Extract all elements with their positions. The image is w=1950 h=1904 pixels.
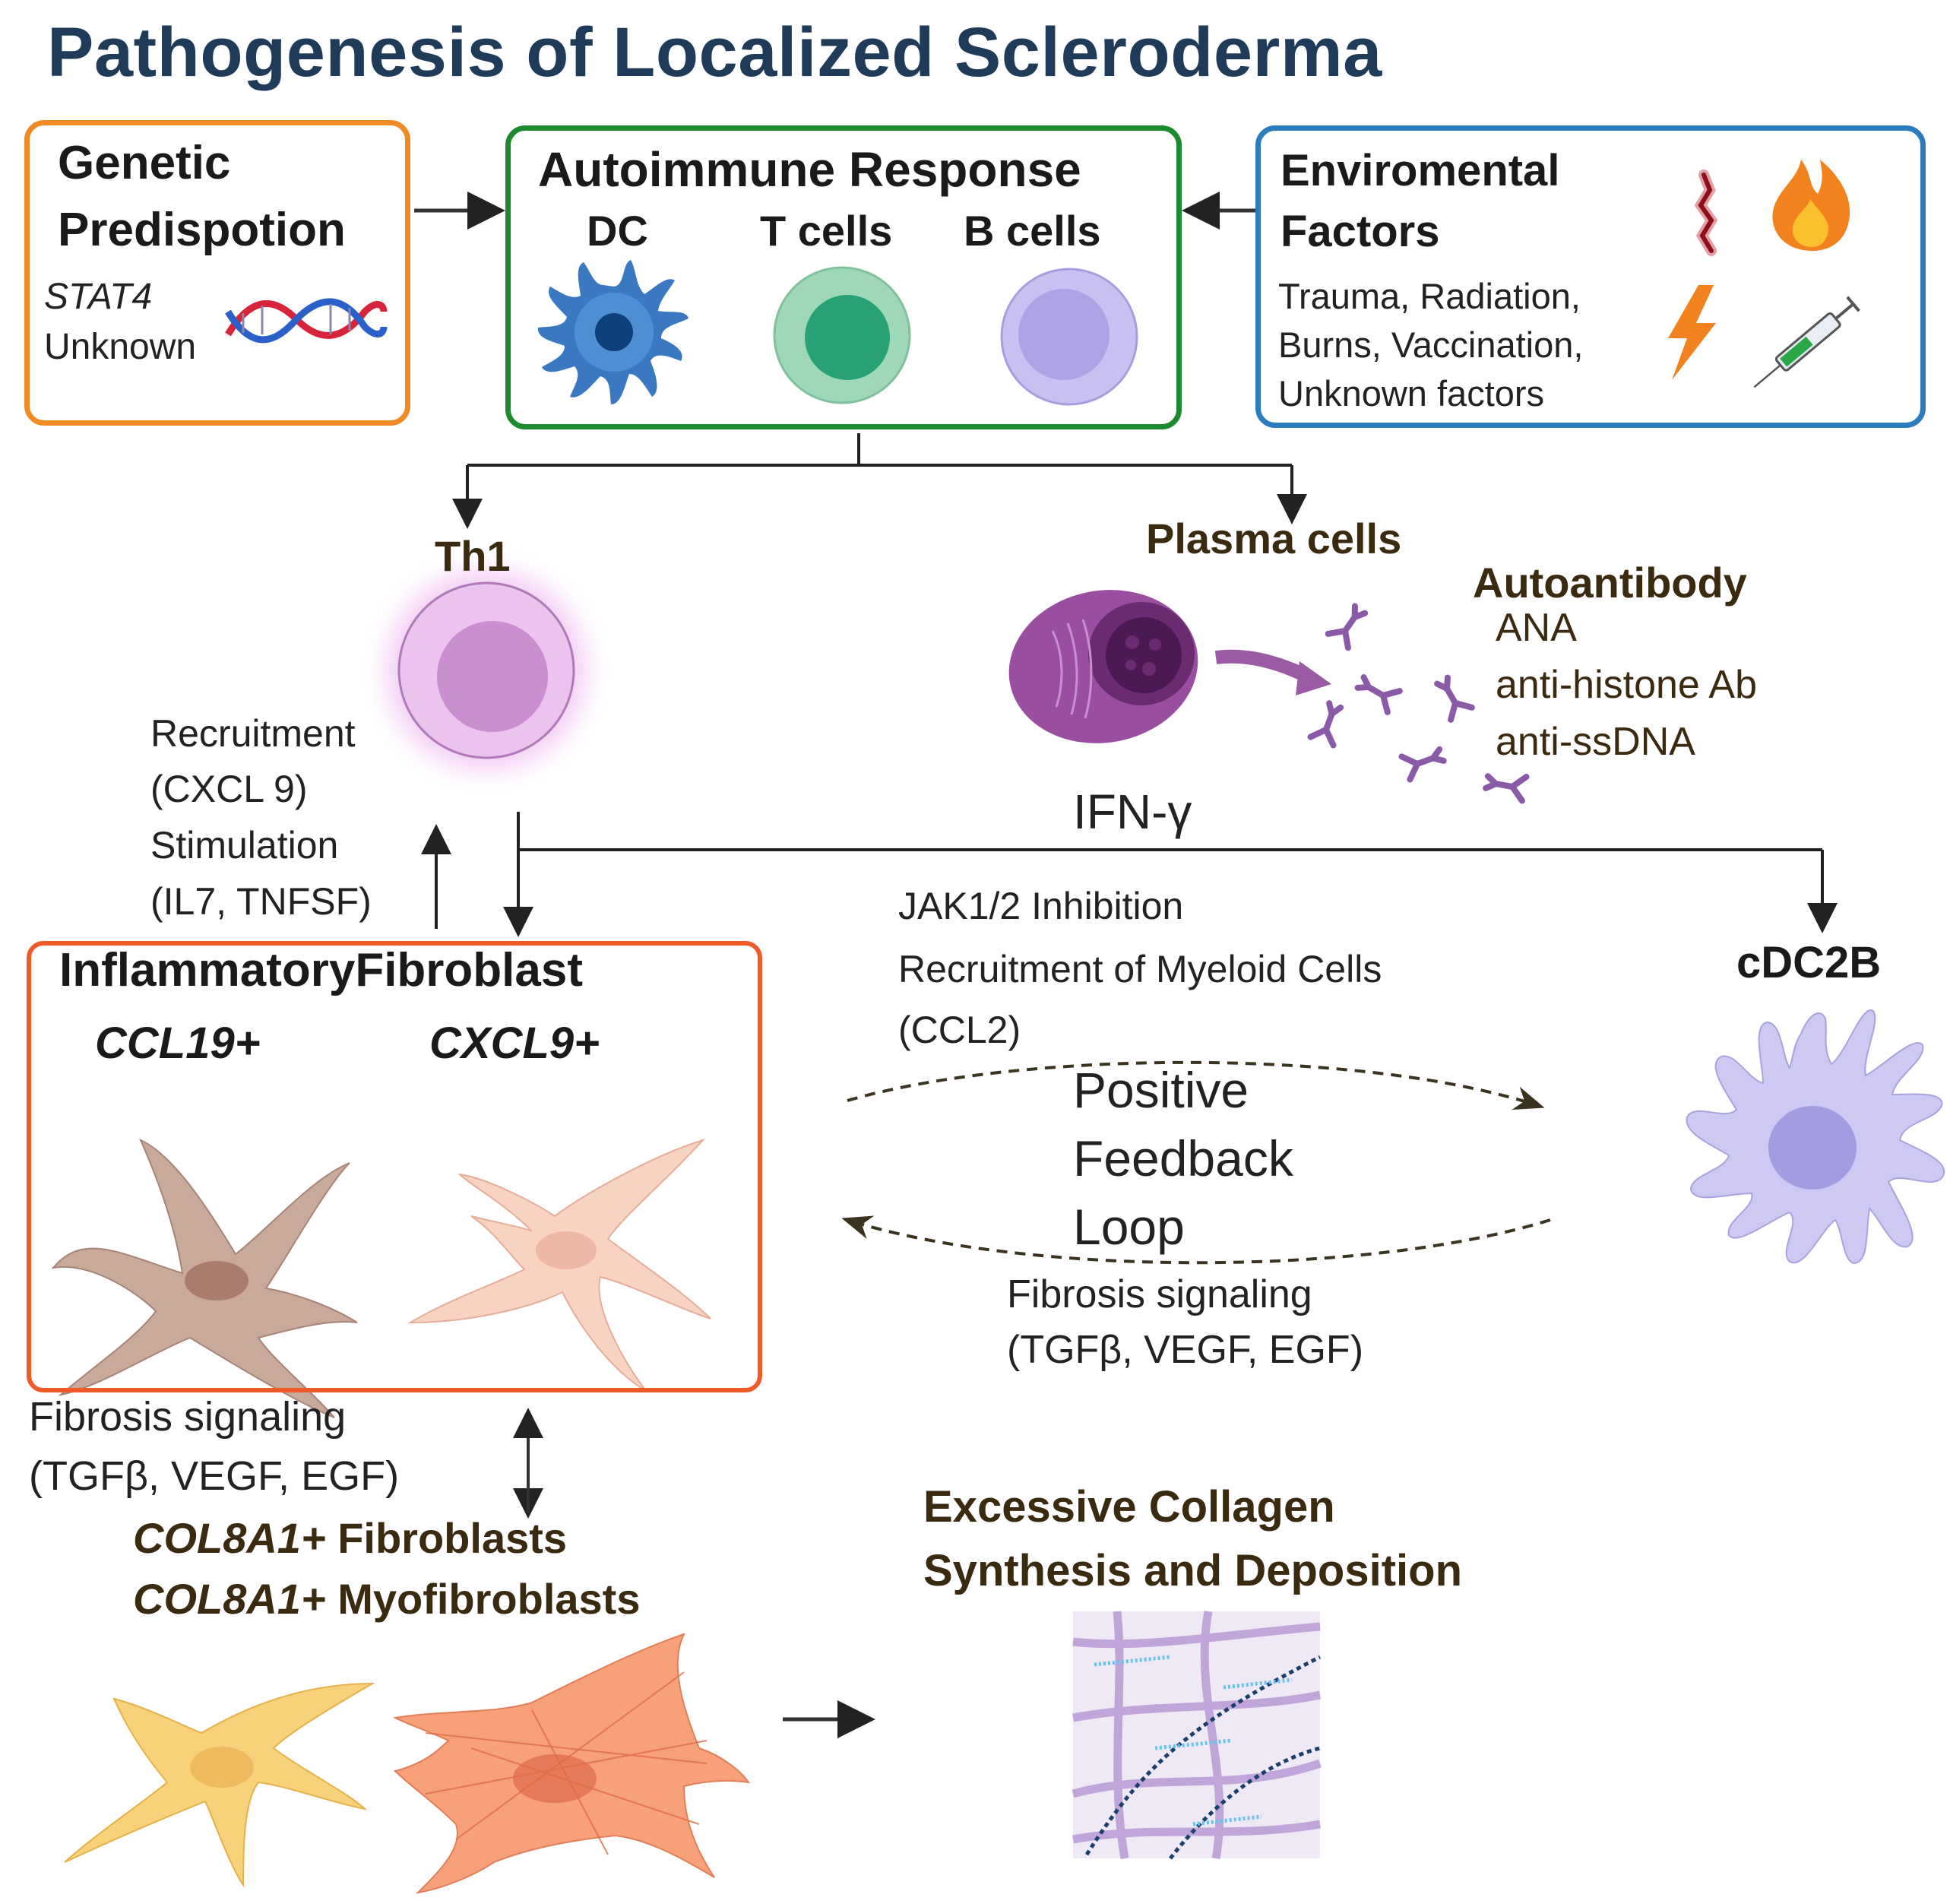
plasma-cell-icon bbox=[1008, 590, 1198, 743]
th1-label: Th1 bbox=[435, 532, 511, 580]
lightning-icon bbox=[1668, 285, 1716, 380]
recruitment-line4: (IL7, TNFSF) bbox=[150, 880, 372, 923]
b-cell-icon bbox=[1000, 268, 1138, 406]
th1-cell-icon bbox=[361, 545, 612, 796]
dna-helix-icon bbox=[225, 298, 388, 344]
collagen-heading-line1: Excessive Collagen bbox=[923, 1482, 1335, 1532]
jak-inhibition-line1: JAK1/2 Inhibition bbox=[898, 885, 1184, 927]
environmental-line1: Trauma, Radiation, bbox=[1278, 276, 1581, 316]
col8a1-gene-2: COL8A1+ bbox=[133, 1575, 326, 1623]
genetic-predisposition-box bbox=[24, 120, 410, 426]
autoantibody-heading: Autoantibody bbox=[1473, 559, 1747, 607]
ccl19-fibroblast-icon bbox=[51, 1139, 358, 1418]
environmental-heading-line2: Factors bbox=[1280, 207, 1440, 256]
wound-icon bbox=[1694, 169, 1718, 256]
page-title: Pathogenesis of Localized Scleroderma bbox=[47, 14, 1382, 91]
cell-label-b-cells: B cells bbox=[964, 207, 1101, 255]
fibrosis-right-line2: (TGFβ, VEGF, EGF) bbox=[1007, 1328, 1364, 1372]
col8a1-myofibroblasts-label: COL8A1+ Myofibroblasts bbox=[133, 1573, 640, 1624]
arrow-autoimmune-split bbox=[452, 433, 1307, 529]
arrow-ifn-gamma bbox=[518, 848, 1838, 933]
inflammatory-heading: InflammatoryFibroblast bbox=[59, 944, 583, 996]
recruitment-line1: Recruitment bbox=[150, 712, 356, 755]
recruitment-line3: Stimulation bbox=[150, 824, 339, 866]
recruitment-line2: (CXCL 9) bbox=[150, 768, 308, 810]
dendritic-cell-icon bbox=[537, 260, 689, 404]
environmental-line2: Burns, Vaccination, bbox=[1278, 325, 1584, 365]
arrow-plasma-to-antibody bbox=[1214, 649, 1314, 685]
feedback-line3: Loop bbox=[1073, 1199, 1185, 1255]
t-cell-icon bbox=[773, 266, 911, 404]
col8a1-fibroblasts-text: Fibroblasts bbox=[325, 1514, 568, 1562]
environmental-factors-box bbox=[1255, 125, 1926, 428]
autoantibody-anti-histone: anti-histone Ab bbox=[1496, 663, 1758, 707]
fibrosis-left-line2: (TGFβ, VEGF, EGF) bbox=[29, 1453, 400, 1499]
arrow-feedback-bottom bbox=[841, 1215, 1551, 1265]
jak-inhibition-line2: Recruitment of Myeloid Cells bbox=[898, 948, 1382, 990]
cxcl9-fibroblast-icon bbox=[407, 1138, 711, 1392]
fibrosis-left-line1: Fibrosis signaling bbox=[29, 1394, 347, 1440]
genetic-gene-stat4: STAT4 bbox=[44, 277, 153, 317]
ifn-gamma-label: IFN-γ bbox=[1073, 784, 1192, 839]
col8a1-myofibroblasts-text: Myofibroblasts bbox=[325, 1575, 641, 1623]
collagen-heading-line2: Synthesis and Deposition bbox=[923, 1546, 1462, 1595]
collagen-mesh-icon bbox=[1072, 1611, 1322, 1860]
antibody-icons bbox=[1307, 603, 1530, 804]
feedback-line1: Positive bbox=[1073, 1062, 1249, 1118]
cxcl9-label: CXCL9+ bbox=[429, 1019, 600, 1068]
jak-inhibition-line3: (CCL2) bbox=[898, 1009, 1021, 1051]
cdc2b-cell-icon bbox=[1686, 1009, 1945, 1265]
cell-label-dc: DC bbox=[587, 207, 648, 255]
cell-label-t-cells: T cells bbox=[760, 207, 893, 255]
plasma-cells-label: Plasma cells bbox=[1146, 515, 1402, 562]
autoimmune-heading: Autoimmune Response bbox=[538, 142, 1081, 197]
genetic-heading-line2: Predispotion bbox=[58, 204, 346, 256]
environmental-line3: Unknown factors bbox=[1278, 373, 1545, 413]
genetic-heading-line1: Genetic bbox=[58, 137, 231, 189]
arrow-feedback-top bbox=[847, 1060, 1545, 1110]
genetic-unknown: Unknown bbox=[44, 327, 197, 367]
autoantibody-ana: ANA bbox=[1496, 606, 1577, 650]
environmental-heading-line1: Enviromental bbox=[1280, 146, 1560, 195]
ccl19-label: CCL19+ bbox=[95, 1019, 261, 1068]
feedback-line2: Feedback bbox=[1073, 1130, 1293, 1186]
inflammatory-fibroblast-box bbox=[27, 941, 762, 1392]
cdc2b-label: cDC2B bbox=[1736, 938, 1882, 987]
fire-icon bbox=[1772, 160, 1850, 251]
col8a1-fibroblast-icon bbox=[64, 1682, 375, 1888]
fibrosis-right-line1: Fibrosis signaling bbox=[1007, 1272, 1312, 1316]
autoimmune-response-box bbox=[505, 125, 1182, 429]
col8a1-fibroblasts-label: COL8A1+ Fibroblasts bbox=[133, 1513, 567, 1563]
col8a1-myofibroblast-icon bbox=[392, 1633, 751, 1894]
col8a1-gene-1: COL8A1+ bbox=[133, 1514, 326, 1562]
syringe-icon bbox=[1753, 296, 1860, 388]
autoantibody-anti-ssdna: anti-ssDNA bbox=[1496, 720, 1695, 764]
